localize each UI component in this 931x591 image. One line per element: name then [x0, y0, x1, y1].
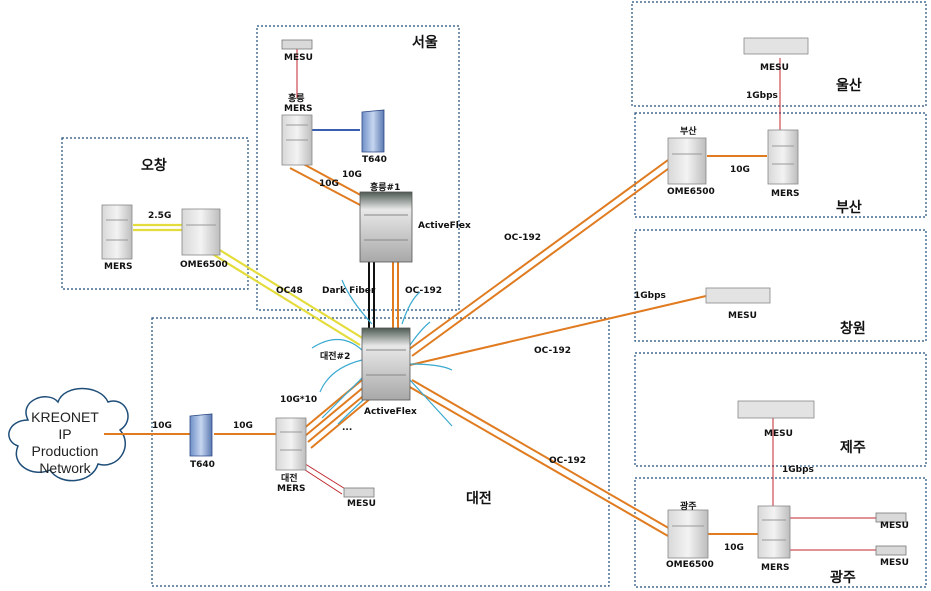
label-gwangju-mesu1: MESU: [880, 521, 909, 531]
label-busan-mers: MERS: [771, 189, 800, 199]
label-seoul-mesu: MESU: [284, 53, 313, 63]
label-seoul-activeflex: ActiveFlex: [418, 221, 471, 231]
link-seoul-oc192: [392, 262, 399, 330]
label-daejeon-mers-top: 대전: [281, 472, 298, 484]
seoul-mesu-device[interactable]: [281, 39, 313, 50]
label-link-dark-fiber: Dark Fiber: [322, 286, 376, 296]
label-daejeon-t640: T640: [190, 460, 215, 470]
cloud-line-1: KREONET: [31, 409, 99, 425]
label-gwangju-top: 광주: [680, 500, 697, 512]
label-seoul-activeflex-top: 홍릉#1: [370, 181, 400, 193]
daejeon-mers-device[interactable]: [275, 417, 307, 471]
region-label-ochang: 오창: [141, 157, 167, 174]
label-daejeon-mers: MERS: [277, 484, 306, 494]
jeju-mesu-device[interactable]: [737, 400, 815, 419]
link-gwangju-oc192: [407, 379, 673, 537]
region-seoul: [256, 25, 460, 311]
label-link-ulsan-1g: 1Gbps: [746, 91, 778, 101]
label-daejeon-activeflex: ActiveFlex: [364, 407, 417, 417]
link-oc48: [205, 243, 365, 346]
label-daejeon-activeflex-top: 대전#2: [320, 350, 350, 362]
gwangju-mesu2-device[interactable]: [875, 545, 907, 556]
cloud-line-3: Production: [32, 443, 99, 459]
label-link-t640-10g: 10G: [233, 421, 253, 431]
region-label-gwangju: 광주: [830, 569, 856, 586]
ochang-mers-device[interactable]: [101, 204, 133, 260]
link-daejeon-mesu: [301, 461, 348, 495]
cloud-line-2: IP: [58, 426, 71, 442]
region-jeju: [634, 352, 927, 467]
busan-ome-device[interactable]: [667, 137, 707, 185]
label-link-seoul-oc192: OC-192: [405, 286, 442, 296]
label-link-changwon-1g: 1Gbps: [634, 291, 666, 301]
link-changwon-oc192: [409, 295, 707, 366]
label-link-changwon-oc192: OC-192: [534, 346, 571, 356]
daejeon-t640-device[interactable]: [189, 413, 213, 457]
label-ulsan-mesu: MESU: [760, 63, 789, 73]
label-gwangju-mers: MERS: [761, 563, 790, 573]
label-ochang-ome: OME6500: [180, 260, 228, 270]
region-label-seoul: 서울: [412, 34, 438, 51]
seoul-activeflex-device[interactable]: [359, 191, 413, 263]
label-daejeon-mesu: MESU: [347, 499, 376, 509]
link-busan-oc192: [407, 159, 673, 357]
label-link-seoul-10g-b: 10G: [342, 170, 362, 180]
region-ulsan: [631, 1, 927, 107]
kreonet-cloud-icon: [8, 387, 129, 482]
region-ochang: [61, 137, 249, 290]
cloud-line-4: Network: [39, 460, 91, 476]
label-seoul-mers: MERS: [284, 104, 313, 114]
label-link-dots: ...: [342, 423, 352, 433]
label-seoul-mers-top: 홍릉: [288, 92, 305, 104]
label-link-busan-10g: 10G: [730, 165, 750, 175]
daejeon-activeflex-device[interactable]: [361, 327, 411, 401]
seoul-mers-device[interactable]: [281, 114, 313, 166]
label-gwangju-mesu2: MESU: [880, 558, 909, 568]
region-label-daejeon: 대전: [466, 490, 492, 507]
label-link-cloud-10g: 10G: [152, 421, 172, 431]
link-daejeon-10gx10: [301, 379, 372, 449]
link-seoul-mers-activeflex: [289, 159, 367, 207]
changwon-mesu-device[interactable]: [705, 287, 771, 304]
region-gwangju: [634, 477, 927, 588]
region-daejeon: [151, 317, 610, 587]
label-link-daejeon-10gx10: 10G*10: [280, 395, 317, 405]
busan-mers-device[interactable]: [767, 129, 799, 185]
ochang-ome-device[interactable]: [181, 208, 221, 256]
region-label-changwon: 창원: [840, 320, 866, 337]
daejeon-mesu-device[interactable]: [343, 487, 375, 498]
ulsan-mesu-device[interactable]: [743, 37, 809, 55]
label-link-jeju-1g: 1Gbps: [782, 465, 814, 475]
label-busan-top: 부산: [680, 125, 697, 137]
label-link-oc48: OC48: [276, 286, 303, 296]
label-seoul-t640: T640: [362, 155, 387, 165]
region-label-ulsan: 울산: [836, 77, 862, 94]
label-busan-ome: OME6500: [667, 187, 715, 197]
label-gwangju-ome: OME6500: [666, 560, 714, 570]
region-changwon: [634, 229, 927, 342]
label-jeju-mesu: MESU: [764, 429, 793, 439]
gwangju-ome-device[interactable]: [667, 509, 709, 559]
link-gwangju-mesu: [790, 517, 876, 551]
label-link-busan-oc192: OC-192: [504, 233, 541, 243]
label-link-seoul-10g-a: 10G: [319, 179, 339, 189]
seoul-t640-device[interactable]: [361, 109, 385, 153]
label-ochang-mers: MERS: [104, 262, 133, 272]
gwangju-mers-device[interactable]: [757, 505, 791, 559]
link-ochang-25g: [133, 223, 182, 232]
label-link-ochang-25g: 2.5G: [148, 211, 171, 221]
label-link-gwangju-10g: 10G: [724, 543, 744, 553]
link-dark-fiber: [368, 262, 375, 330]
label-link-gwangju-oc192: OC-192: [549, 456, 586, 466]
region-label-jeju: 제주: [840, 440, 866, 456]
label-changwon-mesu: MESU: [728, 311, 757, 321]
wireless-links: [311, 279, 453, 427]
gwangju-mesu1-device[interactable]: [875, 512, 907, 523]
region-label-busan: 부산: [836, 199, 862, 216]
